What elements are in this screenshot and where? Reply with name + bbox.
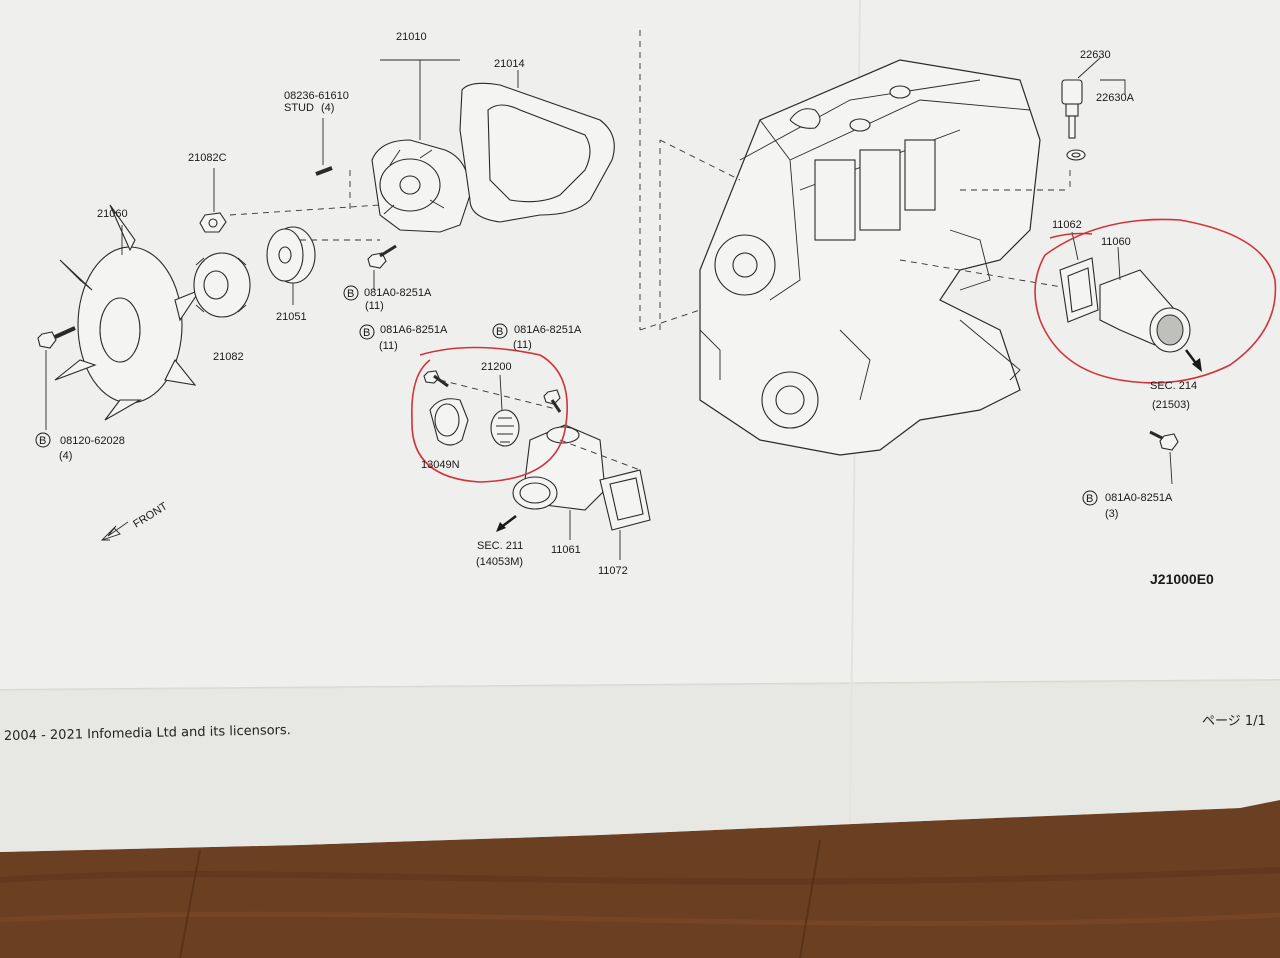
pump-gasket-21014 xyxy=(459,70,615,223)
pump-dash-line xyxy=(229,170,381,241)
label-21060: 21060 xyxy=(97,208,128,220)
label-21014: 21014 xyxy=(494,58,525,70)
red-underline-11062 xyxy=(1049,232,1093,239)
label-sec214: SEC. 214 xyxy=(1150,380,1197,392)
label-21010: 21010 xyxy=(396,31,427,43)
label-11060: 11060 xyxy=(1101,236,1131,248)
label-bolt-081A0-outlet: 081A0-8251A xyxy=(1105,492,1173,504)
thermostat-housing-cover-13049N xyxy=(429,398,469,446)
copyright-text: 2004 - 2021 Infomedia Ltd and its licens… xyxy=(4,723,291,744)
water-pump-21010 xyxy=(371,59,471,233)
sec214-outlet-arrow xyxy=(1185,349,1202,372)
water-outlet-11060 xyxy=(1099,246,1191,353)
thermostat-dash-line xyxy=(439,379,641,471)
fan-21060 xyxy=(54,204,202,421)
badge-b-letter: B xyxy=(363,327,370,339)
engine-block-outline xyxy=(699,59,1041,456)
nut-21082C xyxy=(199,168,227,233)
label-21082C: 21082C xyxy=(188,152,227,164)
label-sec211-ref: (14053M) xyxy=(476,556,523,568)
label-22630: 22630 xyxy=(1080,49,1111,61)
gasket-11062 xyxy=(1059,231,1099,323)
badge-b-icon xyxy=(1082,490,1098,506)
thermostat-21200 xyxy=(490,374,520,447)
label-bolt-081A6-left-qty: (11) xyxy=(379,340,398,352)
page-footer: 2004 - 2021 Infomedia Ltd and its licens… xyxy=(4,714,1266,744)
label-bolt-081A6-left: 081A6-8251A xyxy=(380,324,448,336)
page-number: ページ 1/1 xyxy=(1202,714,1266,729)
badge-b-icon xyxy=(343,285,359,301)
temp-sensor-22630 xyxy=(1061,57,1101,139)
pulley-21051 xyxy=(266,226,316,305)
label-11061: 11061 xyxy=(551,544,581,556)
badge-b-letter: B xyxy=(496,326,503,338)
label-bolt-081A0-pump: 081A0-8251A xyxy=(364,287,432,299)
sensor-washer-22630A xyxy=(1066,79,1126,161)
label-bolt-08120: 08120-62028 xyxy=(60,435,125,447)
label-11062: 11062 xyxy=(1052,219,1082,231)
front-direction-arrow xyxy=(100,521,129,541)
label-bolt-081A0-outlet-qty: (3) xyxy=(1105,508,1118,520)
fan-clutch-21082 xyxy=(193,252,251,318)
red-circle-outlet xyxy=(1034,218,1277,384)
water-outlet-11061 xyxy=(512,424,606,540)
label-22630A: 22630A xyxy=(1096,92,1135,104)
label-11072: 11072 xyxy=(598,565,628,577)
bolt-081A0-8251A-outlet xyxy=(1149,430,1179,485)
label-stud-number: 08236-61610 xyxy=(284,90,349,102)
bolt-081A0-8251A-pump xyxy=(367,244,397,290)
label-bolt-08120-qty: (4) xyxy=(59,450,72,462)
diagram-code: J21000E0 xyxy=(1150,571,1214,587)
red-circle-thermostat xyxy=(411,346,568,483)
label-21200: 21200 xyxy=(481,361,512,373)
label-21082: 21082 xyxy=(213,351,244,363)
part-labels: 21010 21014 08236-61610 STUD (4) 21082C … xyxy=(35,31,1214,587)
label-bolt-081A0-pump-qty: (11) xyxy=(365,300,384,312)
badge-b-letter: B xyxy=(1086,493,1093,505)
label-stud-qty: (4) xyxy=(321,102,334,114)
label-21051: 21051 xyxy=(276,311,307,323)
badge-b-icon xyxy=(492,323,508,339)
badge-b-icon xyxy=(359,324,375,340)
label-13049N: 13049N xyxy=(421,459,460,471)
label-bolt-081A6-right-qty: (11) xyxy=(513,339,532,351)
label-sec211: SEC. 211 xyxy=(477,540,523,552)
connector-dash-lines xyxy=(639,30,1081,331)
outlet-gasket-11072 xyxy=(599,469,651,560)
thermostat-bolt-left xyxy=(423,370,449,388)
stud-08236-61610 xyxy=(315,118,333,176)
badge-b-icon xyxy=(35,432,51,448)
badge-b-letter: B xyxy=(39,435,46,447)
badge-b-letter: B xyxy=(347,288,354,300)
bolt-08120-62028 xyxy=(37,326,76,430)
label-stud-name: STUD xyxy=(284,102,314,114)
label-sec214-ref: (21503) xyxy=(1152,399,1190,411)
sec211-outlet-arrow xyxy=(496,515,517,532)
label-bolt-081A6-right: 081A6-8251A xyxy=(514,324,582,336)
